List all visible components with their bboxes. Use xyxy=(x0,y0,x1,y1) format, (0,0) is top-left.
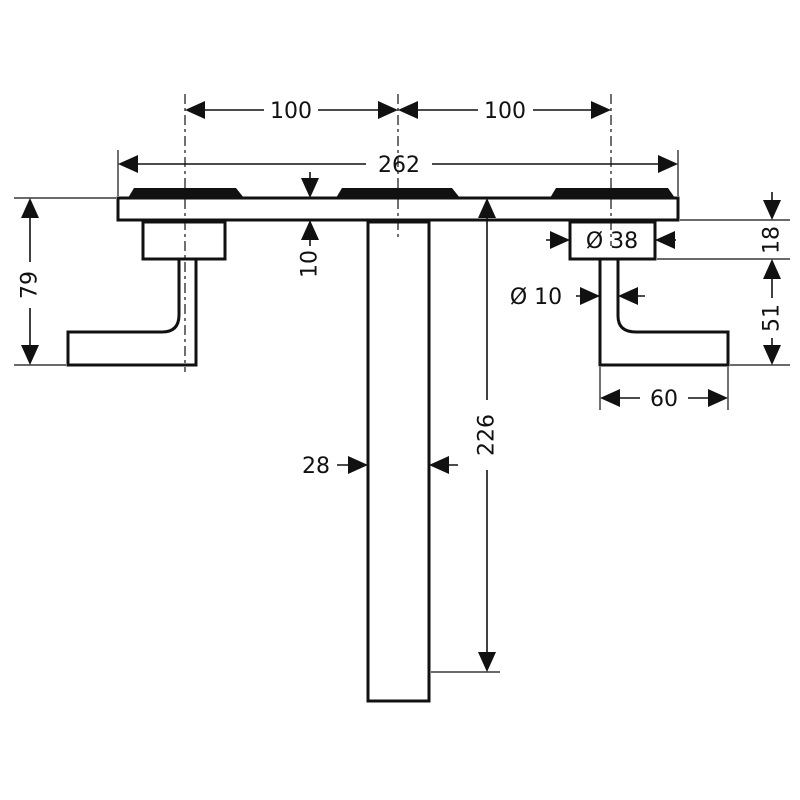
dim-spacing-left-label: 100 xyxy=(270,99,312,124)
right-lever xyxy=(598,257,730,367)
left-lever xyxy=(66,257,198,367)
dim-escutcheon-height-label: 18 xyxy=(760,226,785,254)
right-handle xyxy=(568,220,730,367)
dim-handle-height-label: 79 xyxy=(18,271,43,299)
dim-handle-drop-label: 51 xyxy=(760,304,785,332)
plate-mark-right xyxy=(550,188,675,198)
dim-lever-length-label: 60 xyxy=(650,387,678,412)
spout xyxy=(366,220,431,703)
plate-mark-left xyxy=(128,188,244,198)
extension-lines xyxy=(14,150,790,673)
dim-spacing-right-label: 100 xyxy=(484,99,526,124)
dim-spout-projection-label: 226 xyxy=(475,414,500,456)
dim-stem-diameter-label: Ø 10 xyxy=(510,285,562,310)
dim-plate-thickness-label: 10 xyxy=(298,250,323,278)
arrowheads xyxy=(21,101,781,672)
left-handle xyxy=(66,220,227,367)
left-escutcheon xyxy=(141,220,227,261)
dim-escutcheon-diameter-label: Ø 38 xyxy=(586,229,638,254)
dim-spout-width-label: 28 xyxy=(302,454,330,479)
right-escutcheon xyxy=(568,220,657,261)
dim-plate-width-label: 262 xyxy=(378,153,420,178)
